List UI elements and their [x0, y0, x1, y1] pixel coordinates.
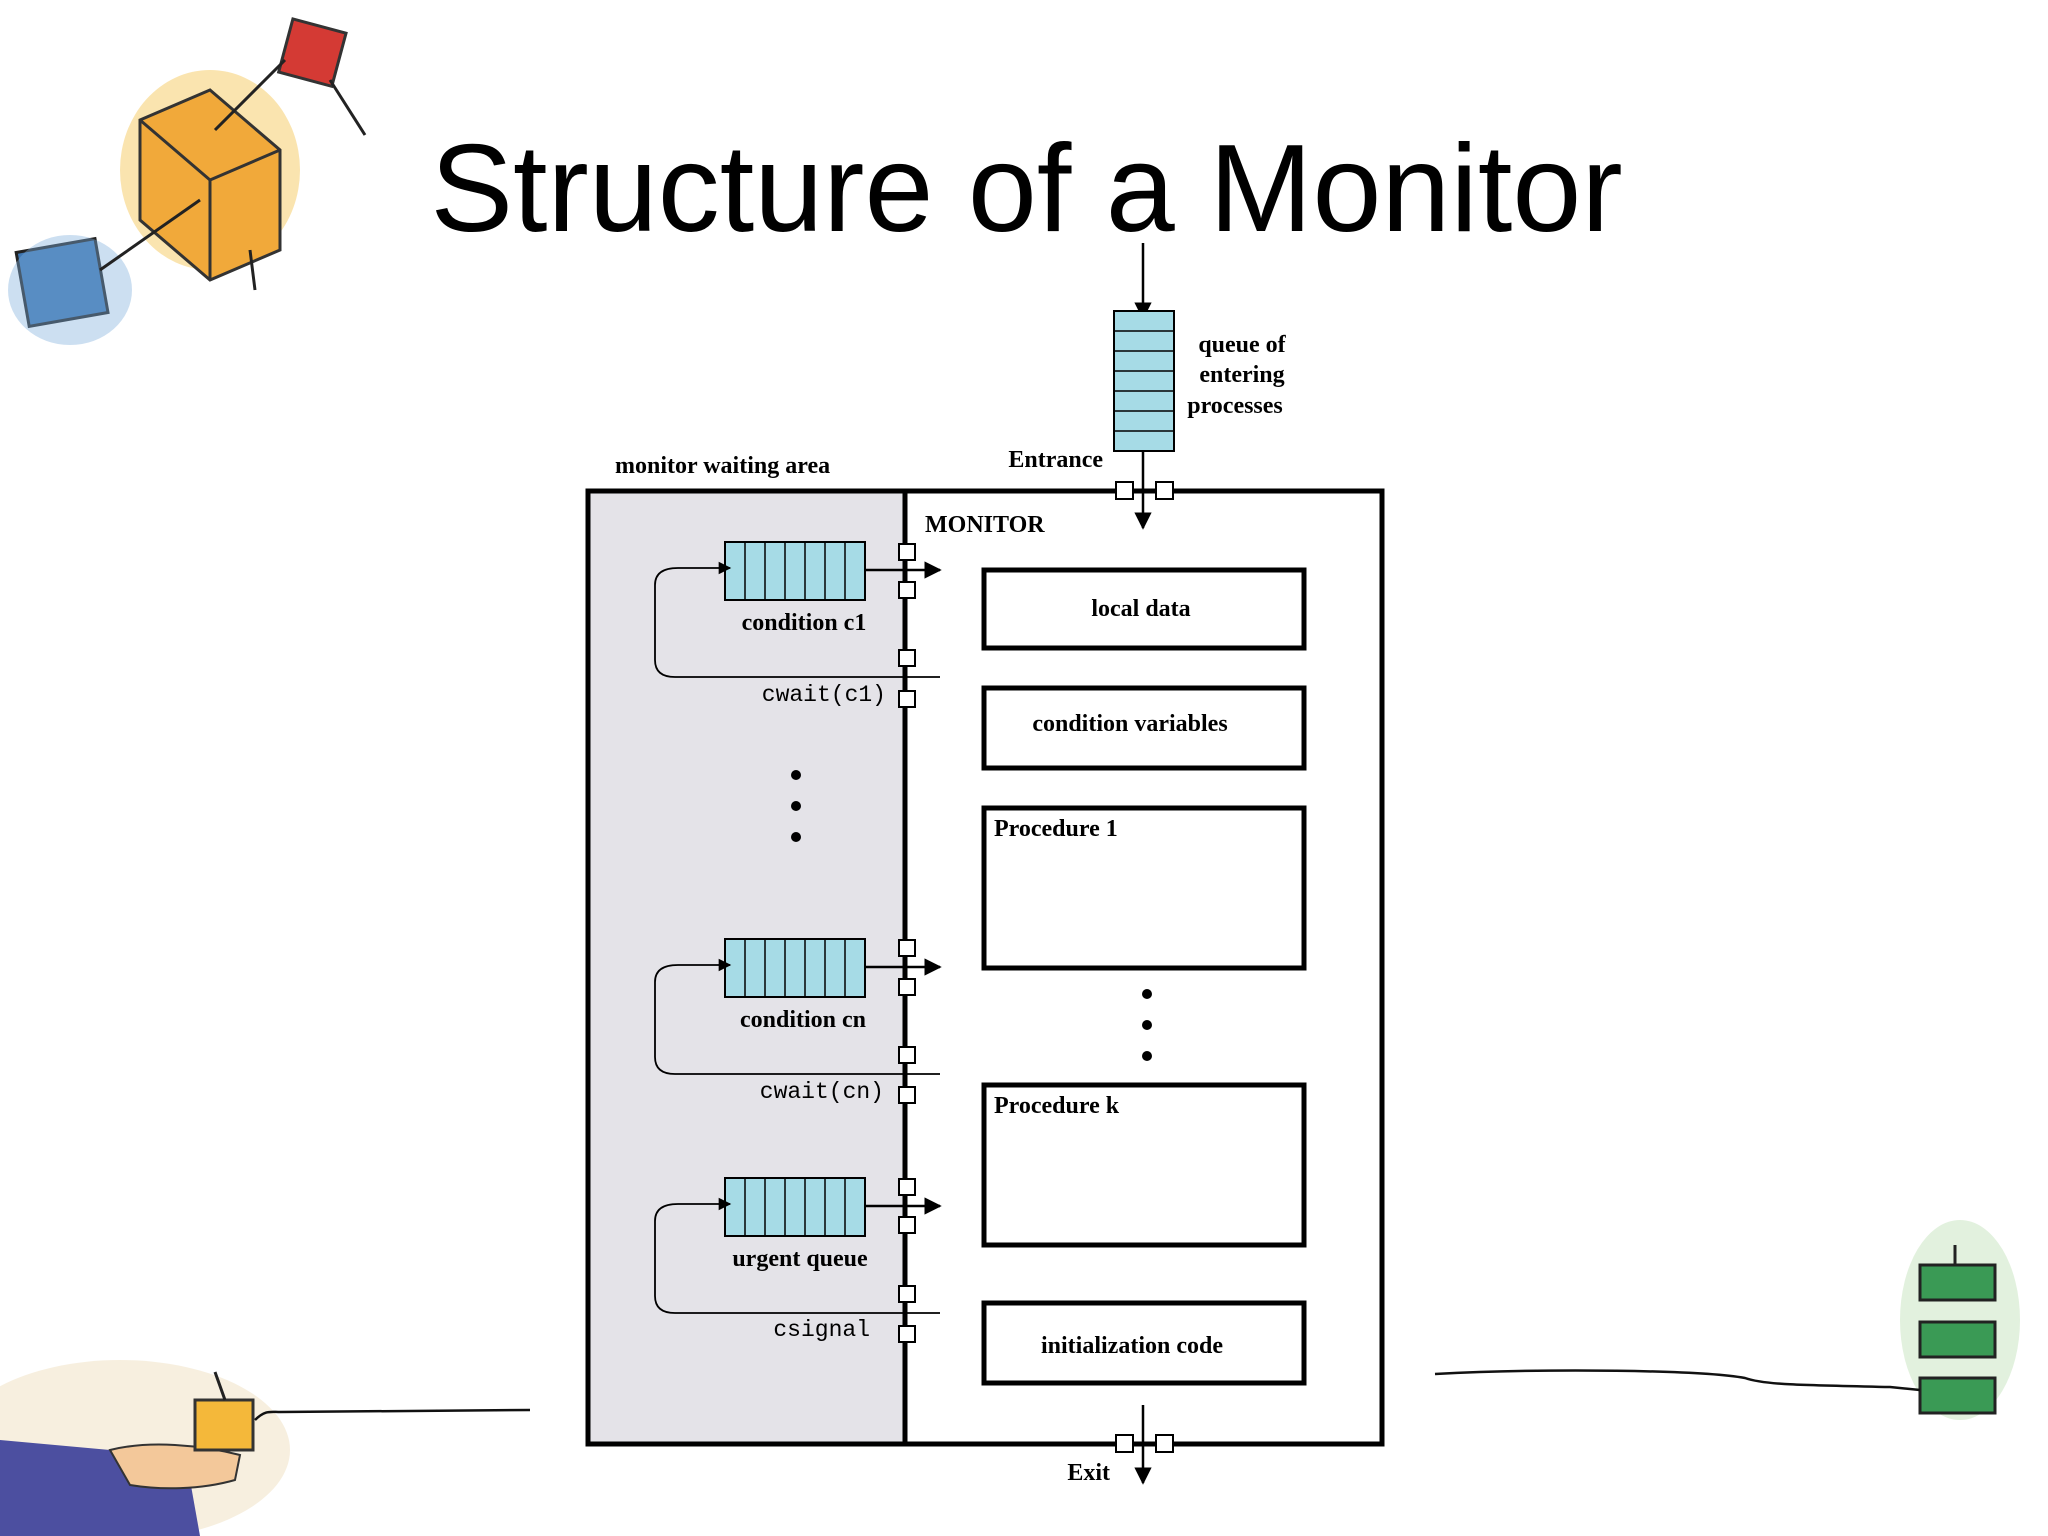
cwait-c1-label: cwait(c1) — [762, 682, 886, 708]
condition-variables-label: condition variables — [1032, 711, 1227, 737]
condition-cn-queue — [654, 938, 942, 1104]
condition-c1-label: condition c1 — [742, 610, 867, 636]
csignal-label: csignal — [773, 1317, 870, 1343]
queue-label-line-3: processes — [1187, 393, 1283, 419]
stack-clipart — [1434, 1220, 2020, 1420]
monitor-label: MONITOR — [925, 512, 1045, 538]
exit-label: Exit — [1067, 1460, 1110, 1486]
monitor-border — [585, 488, 1385, 1447]
procedure-1-box — [981, 805, 1307, 971]
hand-with-cube-clipart — [0, 1360, 531, 1536]
waiting-area-label: monitor waiting area — [615, 453, 830, 479]
queue-label-line-1: queue of — [1198, 332, 1286, 358]
entrance-label: Entrance — [1008, 447, 1103, 473]
urgent-queue-label: urgent queue — [732, 1246, 868, 1272]
entering-queue — [1113, 243, 1175, 452]
local-data-label: local data — [1091, 596, 1190, 622]
queue-label-line-2: entering — [1199, 362, 1284, 388]
procedure-1-label: Procedure 1 — [994, 816, 1118, 842]
condition-c1-queue — [654, 541, 942, 708]
cubes-clipart — [8, 17, 367, 345]
initialization-code-box — [981, 1300, 1307, 1386]
urgent-queue — [654, 1177, 942, 1343]
condition-variables-box — [981, 685, 1307, 771]
slide-title: Structure of a Monitor — [430, 120, 1623, 258]
initialization-code-label: initialization code — [1041, 1333, 1223, 1359]
procedure-k-label: Procedure k — [994, 1093, 1120, 1119]
cwait-cn-label: cwait(cn) — [760, 1079, 884, 1105]
local-data-box — [981, 567, 1307, 651]
condition-cn-label: condition cn — [740, 1007, 866, 1033]
procedure-k-box — [981, 1082, 1307, 1248]
